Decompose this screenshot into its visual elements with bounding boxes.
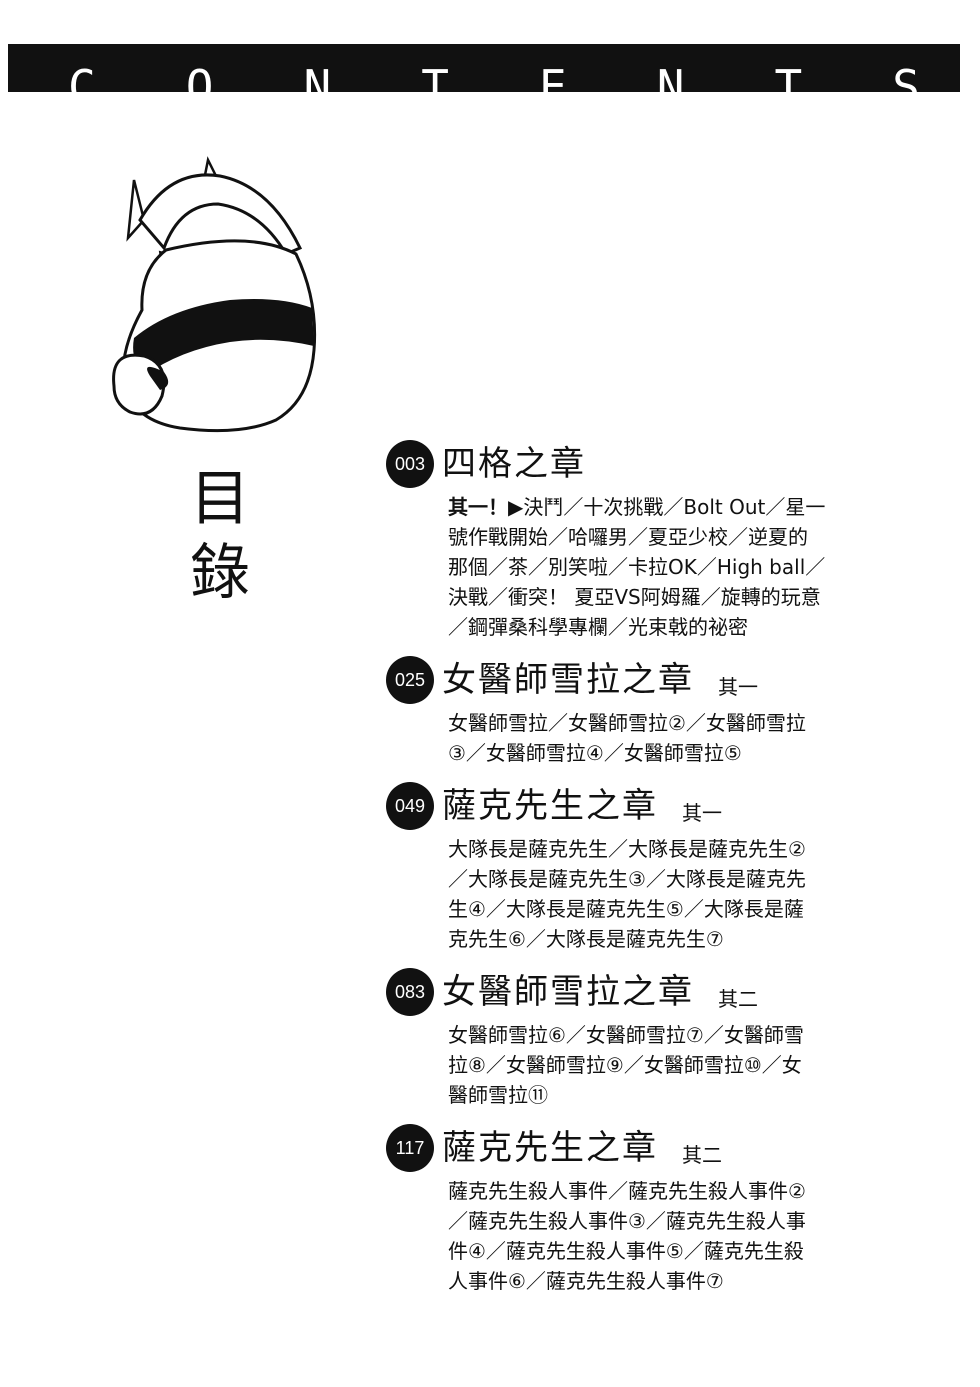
contents-header-bar: C O N T E N T S [8, 44, 960, 92]
chapter-episode-text: ▶決鬥／十次挑戰／Bolt Out／星一 號作戰開始／哈囉男／夏亞少校／逆夏的 … [448, 495, 826, 639]
chapter-episode-list: 女醫師雪拉／女醫師雪拉②／女醫師雪拉 ③／女醫師雪拉④／女醫師雪拉⑤ [448, 711, 806, 765]
chapter-title: 四格之章 [442, 444, 586, 484]
header-letter-c: C [68, 64, 96, 92]
chapter-entry-117: 117 薩克先生之章 其二 薩克先生殺人事件／薩克先生殺人事件② ／薩克先生殺人… [386, 1120, 946, 1296]
chapter-title: 薩克先生之章 [442, 1128, 658, 1168]
chapter-heading: 025 女醫師雪拉之章 其一 [386, 652, 946, 708]
header-letter-o: O [185, 64, 214, 92]
chapter-heading: 117 薩克先生之章 其二 [386, 1120, 946, 1176]
chapter-entry-025: 025 女醫師雪拉之章 其一 女醫師雪拉／女醫師雪拉②／女醫師雪拉 ③／女醫師雪… [386, 652, 946, 768]
page-number-badge: 117 [386, 1124, 434, 1172]
page-number-badge: 083 [386, 968, 434, 1016]
chapter-heading: 003 四格之章 [386, 436, 946, 492]
panda-zaku-mascot-illustration [112, 156, 317, 433]
table-of-contents-list: 003 四格之章 其一！▶決鬥／十次挑戰／Bolt Out／星一 號作戰開始／哈… [386, 436, 946, 1296]
chapter-part-label: 其一 [718, 674, 758, 699]
chapter-episode-list: 大隊長是薩克先生／大隊長是薩克先生② ／大隊長是薩克先生③／大隊長是薩克先 生④… [448, 837, 806, 951]
chapter-entry-083: 083 女醫師雪拉之章 其二 女醫師雪拉⑥／女醫師雪拉⑦／女醫師雪 拉⑧／女醫師… [386, 964, 946, 1110]
header-letter-t: T [421, 64, 449, 92]
chapter-title: 女醫師雪拉之章 [442, 660, 694, 700]
header-letter-e: E [539, 64, 567, 92]
chapter-lead-label: 其一！ [448, 495, 508, 519]
chapter-part-label: 其一 [682, 800, 722, 825]
chapter-heading: 083 女醫師雪拉之章 其二 [386, 964, 946, 1020]
chapter-entry-003: 003 四格之章 其一！▶決鬥／十次挑戰／Bolt Out／星一 號作戰開始／哈… [386, 436, 946, 642]
chapter-episode-list: 其一！▶決鬥／十次挑戰／Bolt Out／星一 號作戰開始／哈囉男／夏亞少校／逆… [448, 492, 888, 642]
page-number-badge: 025 [386, 656, 434, 704]
vertical-title-table-of-contents: 目 錄 [180, 462, 260, 610]
chapter-title: 薩克先生之章 [442, 786, 658, 826]
chapter-title: 女醫師雪拉之章 [442, 972, 694, 1012]
chapter-heading: 049 薩克先生之章 其一 [386, 778, 946, 834]
header-letter-t2: T [774, 64, 803, 92]
chapter-entry-049: 049 薩克先生之章 其一 大隊長是薩克先生／大隊長是薩克先生② ／大隊長是薩克… [386, 778, 946, 954]
contents-header-letters: C O N T E N T S [68, 44, 920, 92]
chapter-part-label: 其二 [682, 1142, 722, 1167]
page-number-badge: 049 [386, 782, 434, 830]
header-letter-n2: N [656, 64, 685, 92]
chapter-part-label: 其二 [718, 986, 758, 1011]
vertical-title-char-2: 錄 [190, 538, 250, 608]
chapter-episode-list: 女醫師雪拉⑥／女醫師雪拉⑦／女醫師雪 拉⑧／女醫師雪拉⑨／女醫師雪拉⑩／女 醫師… [448, 1023, 804, 1107]
chapter-episode-list: 薩克先生殺人事件／薩克先生殺人事件② ／薩克先生殺人事件③／薩克先生殺人事 件④… [448, 1179, 806, 1293]
header-letter-n: N [303, 64, 332, 92]
header-letter-s: S [892, 64, 920, 92]
vertical-title-char-1: 目 [190, 464, 250, 534]
page-number-badge: 003 [386, 440, 434, 488]
